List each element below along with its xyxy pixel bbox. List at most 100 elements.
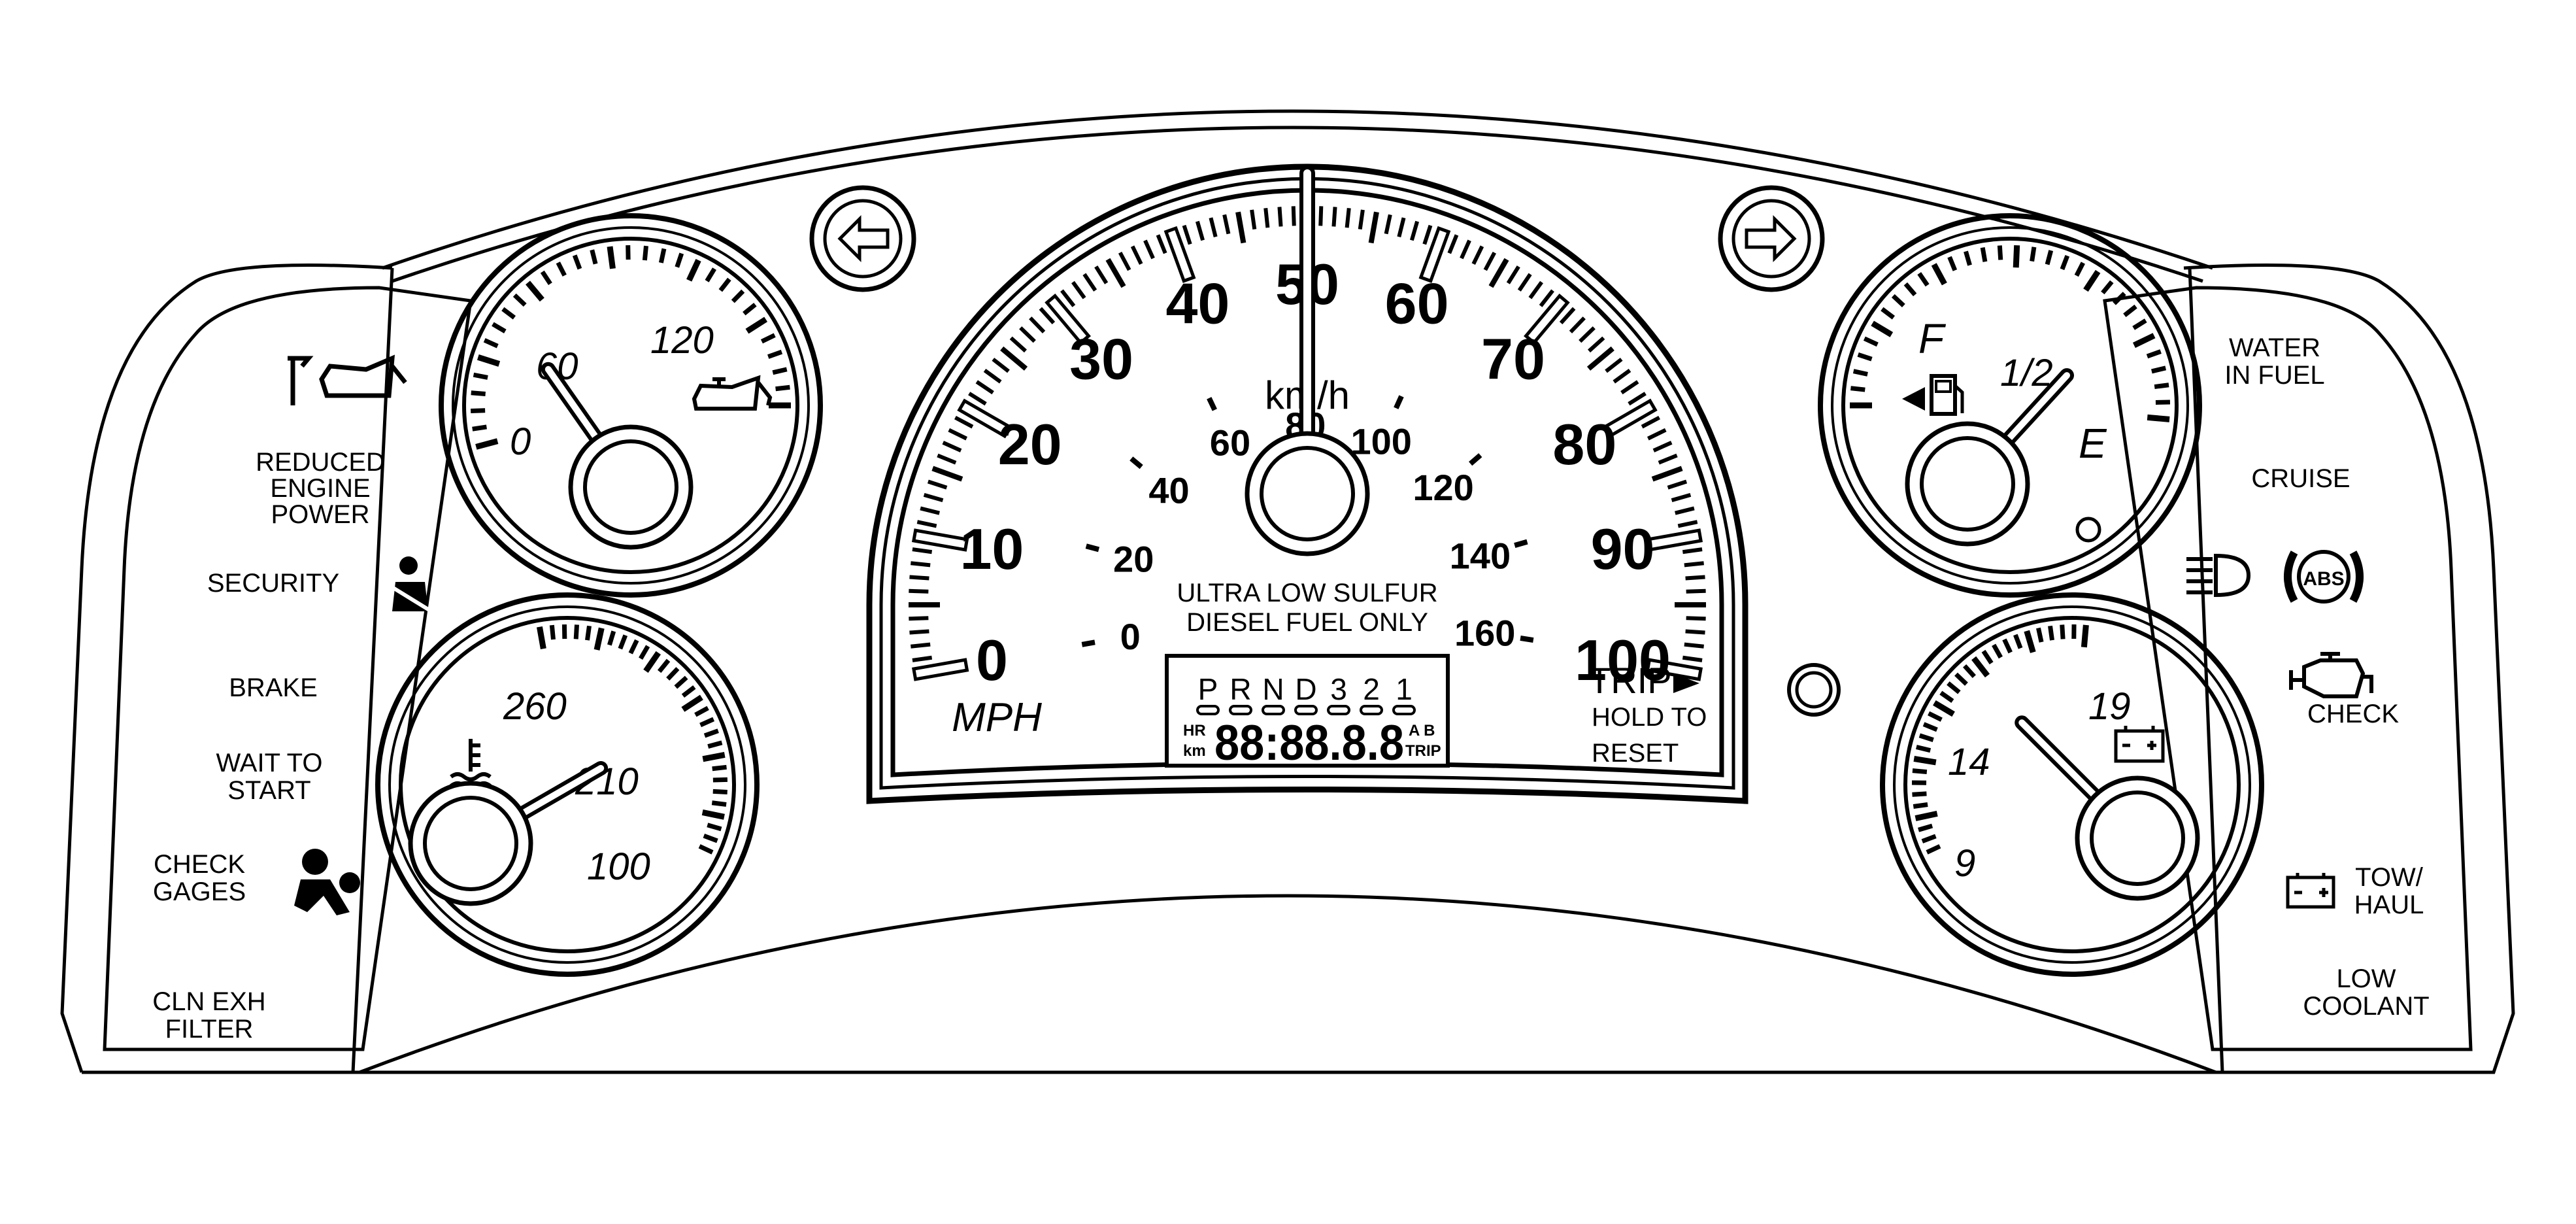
- speedometer-minor-tick: [1195, 220, 1205, 241]
- low-coolant-line-2: COOLANT: [2303, 992, 2429, 1021]
- prndl-letter: N: [1262, 672, 1284, 706]
- right-warning-panel: WATER IN FUEL CRUISE ABS CHECK TOW/ HAUL…: [2186, 333, 2430, 1021]
- brake-label: BRAKE: [229, 673, 318, 702]
- speedometer-minor-tick: [923, 492, 944, 503]
- speedometer-minor-tick: [1130, 245, 1143, 265]
- speedometer-minor-tick: [911, 561, 931, 568]
- coolant-tick: [694, 706, 709, 717]
- speedometer-minor-tick: [1039, 307, 1056, 324]
- speedometer-minor-tick: [975, 380, 994, 395]
- kmh-tick-label: 120: [1413, 467, 1473, 508]
- mph-tick-label: 60: [1385, 271, 1449, 336]
- speedometer-minor-tick: [1422, 224, 1433, 245]
- coolant-tick-label-260: 260: [503, 685, 567, 728]
- speedometer-minor-tick: [1682, 547, 1703, 554]
- fuel-notice-line-1: ULTRA LOW SULFUR: [1177, 579, 1437, 607]
- speedometer-major-tick: [1163, 226, 1196, 283]
- oil-tick: [731, 289, 745, 303]
- speedometer-minor-tick: [968, 392, 987, 406]
- oil-gauge-ticks: [471, 245, 791, 450]
- volt-tick: [1926, 844, 1941, 855]
- fuel-tick: [2132, 318, 2147, 330]
- oil-tick: [760, 333, 776, 344]
- oil-tick: [572, 254, 582, 270]
- coolant-tick: [702, 752, 726, 762]
- speedometer-major-tick: [1645, 658, 1703, 681]
- voltmeter-gauge: 19 14 9: [1880, 592, 2264, 977]
- speedometer-minor-tick: [1620, 380, 1639, 395]
- oil-tick: [642, 245, 648, 261]
- fuel-notice-line-2: DIESEL FUEL ONLY: [1186, 608, 1428, 637]
- kmh-tick-label: 140: [1450, 535, 1511, 576]
- speedometer-minor-tick: [1209, 217, 1218, 237]
- speedometer-minor-tick: [1586, 346, 1614, 371]
- prndl-segment: [1327, 705, 1350, 715]
- coolant-tick: [573, 624, 579, 639]
- speedometer-minor-tick: [916, 520, 937, 528]
- speedometer-minor-tick: [1447, 234, 1459, 254]
- trip-arrow-icon: [1673, 673, 1699, 693]
- volt-tick: [1939, 690, 1954, 703]
- wait-to-start-line-1: WAIT TO: [216, 749, 323, 777]
- trip-reset-button[interactable]: TRIP HOLD TO RESET: [1588, 660, 1707, 768]
- prndl-letter: D: [1295, 672, 1316, 706]
- mph-tick-label: 10: [960, 517, 1024, 581]
- speedometer-minor-tick: [1331, 207, 1337, 227]
- coolant-tick: [707, 823, 722, 832]
- oil-tick: [473, 372, 488, 380]
- cruise-label: CRUISE: [2251, 464, 2350, 493]
- volt-tick-label-14: 14: [1948, 741, 1990, 783]
- oil-tick: [492, 322, 507, 333]
- speedometer-major-tick: [911, 658, 969, 681]
- tow-haul-line-1: TOW/: [2355, 863, 2424, 892]
- speedometer-minor-tick: [1460, 239, 1471, 260]
- speedometer-minor-tick: [909, 616, 929, 621]
- speedometer-ticks: [909, 204, 1706, 681]
- coolant-tick: [712, 789, 728, 794]
- coolant-tick: [681, 694, 703, 712]
- speedometer-minor-tick: [1684, 642, 1704, 649]
- speedometer-minor-tick: [1263, 208, 1270, 228]
- coolant-tick: [703, 833, 718, 843]
- lcd-ab-label: A B: [1409, 722, 1435, 740]
- speedometer-minor-tick: [1082, 273, 1097, 292]
- mph-tick-label: 20: [998, 412, 1062, 477]
- coolant-tick: [703, 728, 719, 738]
- oil-tick: [705, 267, 716, 282]
- oil-tick: [540, 270, 552, 285]
- trip-caption-line-1: HOLD TO: [1592, 703, 1707, 732]
- reduced-engine-power-line-3: POWER: [271, 500, 369, 529]
- check-gages-line-1: CHECK: [154, 850, 245, 879]
- speedometer-major-tick: [1045, 294, 1091, 345]
- trip-button-label[interactable]: TRIP: [1588, 660, 1672, 701]
- volt-tick: [1918, 823, 1933, 832]
- oil-tick: [658, 248, 667, 264]
- fuel-tick: [1931, 263, 1947, 286]
- speedometer-minor-tick: [1235, 211, 1246, 244]
- speedometer-minor-tick: [1071, 280, 1086, 299]
- kmh-tick: [1520, 635, 1534, 643]
- speedometer-minor-tick: [1682, 655, 1703, 662]
- kmh-tick-label: 0: [1120, 616, 1141, 657]
- reduced-engine-power-line-2: ENGINE: [270, 474, 370, 503]
- check-gages-line-2: GAGES: [153, 877, 246, 906]
- mph-labels: 0102030405060708090100: [960, 252, 1670, 692]
- volt-tick: [1928, 711, 1943, 722]
- volt-tick: [1954, 672, 1968, 686]
- volt-tick: [2013, 634, 2023, 649]
- volt-tick-label-19: 19: [2088, 685, 2131, 728]
- speedometer-minor-tick: [1384, 214, 1392, 235]
- speedometer-minor-tick: [954, 415, 974, 429]
- speedometer-major-tick: [1524, 294, 1570, 345]
- cluster-housing: [60, 109, 2515, 1074]
- fuel-tick: [1852, 369, 1868, 377]
- fuel-tick: [2151, 366, 2167, 374]
- speedometer-minor-tick: [1182, 224, 1192, 245]
- coolant-tick: [674, 675, 688, 689]
- coolant-tick: [628, 639, 639, 654]
- speedometer-minor-tick: [1647, 428, 1667, 441]
- mph-tick-label: 80: [1552, 412, 1616, 477]
- fuel-tick: [1863, 336, 1879, 347]
